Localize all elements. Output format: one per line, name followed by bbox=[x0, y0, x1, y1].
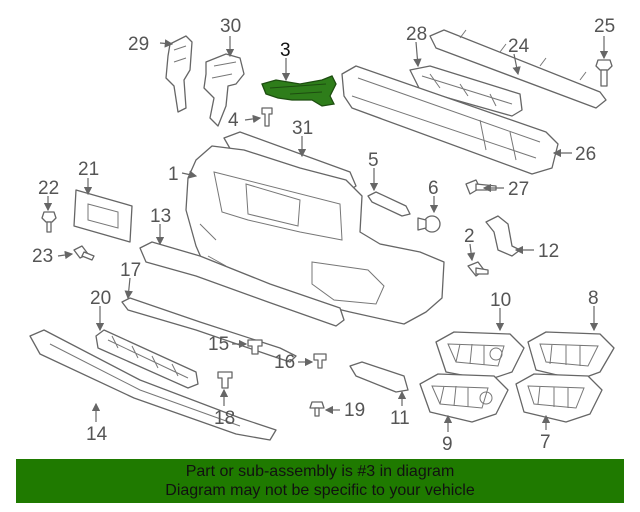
part-2-bolt[interactable] bbox=[467, 261, 489, 277]
callout-10: 10 bbox=[490, 290, 511, 311]
callout-27: 27 bbox=[508, 179, 529, 200]
callout-15: 15 bbox=[208, 334, 229, 355]
callout-29: 29 bbox=[128, 34, 149, 55]
exploded-view-drawing: 29 30 3 4 28 24 25 26 31 1 5 6 27 12 2 2… bbox=[29, 16, 615, 455]
callout-2: 2 bbox=[464, 226, 475, 247]
leader-lines bbox=[43, 36, 609, 432]
callout-31: 31 bbox=[292, 118, 313, 139]
part-13-lower-spoiler[interactable] bbox=[139, 241, 345, 327]
part-27-bolt[interactable] bbox=[465, 179, 497, 195]
part-21-license-bracket[interactable] bbox=[73, 189, 133, 243]
part-25-bolt[interactable] bbox=[595, 59, 613, 87]
callout-1: 1 bbox=[168, 164, 179, 185]
callout-9: 9 bbox=[442, 434, 453, 455]
callout-20: 20 bbox=[90, 288, 111, 309]
callout-24: 24 bbox=[508, 36, 530, 57]
part-7-cover[interactable] bbox=[515, 373, 603, 423]
part-23-screw[interactable] bbox=[73, 245, 95, 261]
callout-4: 4 bbox=[228, 110, 239, 131]
part-9-fog-cover[interactable] bbox=[419, 373, 509, 423]
part-6-fastener[interactable] bbox=[417, 215, 441, 233]
callout-8: 8 bbox=[588, 288, 599, 309]
callout-30: 30 bbox=[220, 16, 241, 37]
info-banner: Part or sub-assembly is #3 in diagram Di… bbox=[16, 459, 624, 503]
part-8-cover[interactable] bbox=[527, 331, 615, 381]
callout-labels: 29 30 3 4 28 24 25 26 31 1 5 6 27 12 2 2… bbox=[32, 16, 615, 455]
part-18-clip[interactable] bbox=[217, 371, 233, 389]
callout-3[interactable]: 3 bbox=[280, 40, 291, 61]
callout-11: 11 bbox=[390, 408, 410, 429]
part-5-trim[interactable] bbox=[367, 191, 411, 217]
callout-17: 17 bbox=[120, 260, 141, 281]
callout-12: 12 bbox=[538, 241, 559, 262]
part-10-fog-cover[interactable] bbox=[435, 331, 525, 381]
part-22-screw[interactable] bbox=[41, 211, 57, 233]
part-15-clip[interactable] bbox=[247, 339, 263, 355]
part-14-under-cover[interactable] bbox=[29, 329, 277, 441]
callout-13: 13 bbox=[150, 206, 171, 227]
part-29-bracket[interactable] bbox=[165, 35, 193, 113]
callout-26: 26 bbox=[575, 144, 596, 165]
callout-28: 28 bbox=[406, 24, 427, 45]
callout-18: 18 bbox=[214, 408, 235, 429]
callout-7: 7 bbox=[540, 432, 551, 453]
banner-line-1: Part or sub-assembly is #3 in diagram bbox=[185, 463, 455, 480]
part-11-garnish[interactable] bbox=[349, 361, 409, 393]
callout-14: 14 bbox=[86, 424, 108, 445]
part-19-screw[interactable] bbox=[309, 401, 325, 417]
part-4-clip[interactable] bbox=[261, 107, 273, 127]
callout-23: 23 bbox=[32, 246, 53, 267]
callout-21: 21 bbox=[78, 159, 99, 180]
callout-19: 19 bbox=[344, 400, 365, 421]
callout-25: 25 bbox=[594, 16, 615, 37]
callout-6: 6 bbox=[428, 178, 439, 199]
callout-16: 16 bbox=[274, 352, 295, 373]
banner-line-2: Diagram may not be specific to your vehi… bbox=[165, 482, 475, 499]
part-26-absorber[interactable] bbox=[341, 65, 559, 175]
callout-22: 22 bbox=[38, 178, 59, 199]
part-16-clip[interactable] bbox=[313, 353, 327, 369]
part-30-side-bracket[interactable] bbox=[203, 53, 245, 127]
callout-5: 5 bbox=[368, 150, 379, 171]
part-12-side-bracket[interactable] bbox=[485, 215, 521, 257]
part-3-highlighted-bracket[interactable] bbox=[261, 75, 337, 107]
part-1-bumper-face[interactable] bbox=[185, 145, 445, 325]
